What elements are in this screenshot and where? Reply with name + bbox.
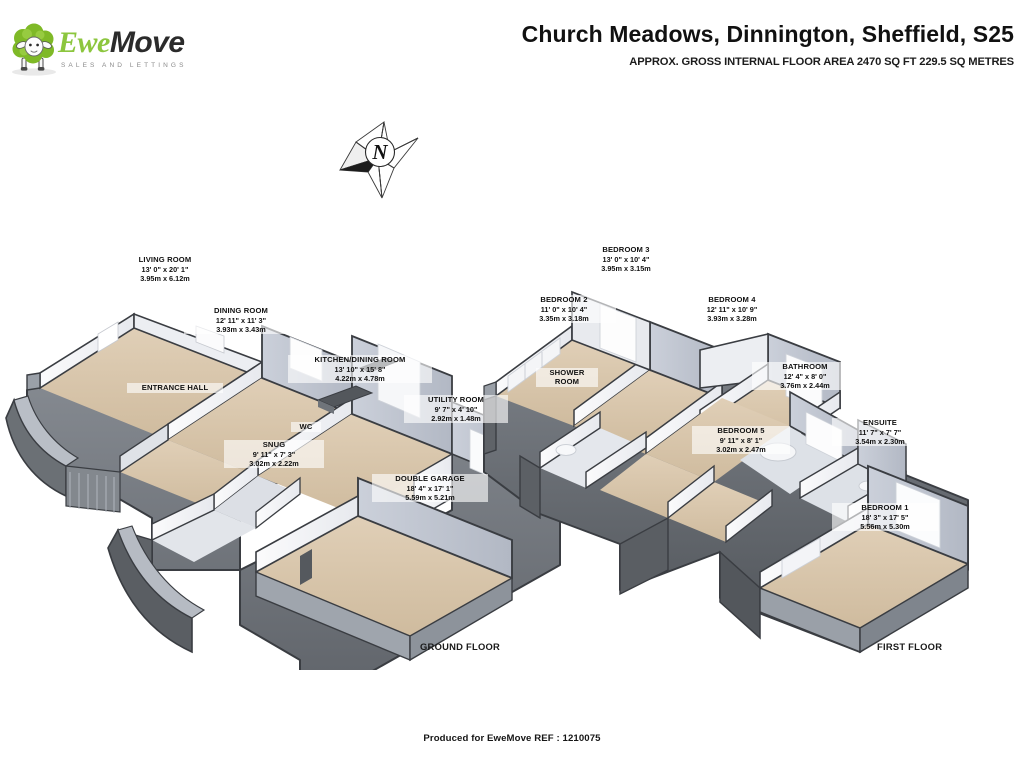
bedroom-5-outer-face: [619, 516, 669, 596]
snug-floor: [152, 510, 256, 562]
title-block: Church Meadows, Dinnington, Sheffield, S…: [314, 21, 1014, 69]
floor-caption-first: FIRST FLOOR: [877, 641, 943, 652]
double-garage-floor: [256, 516, 512, 636]
garage-side-wall: [255, 494, 359, 574]
wc-floor: [214, 476, 300, 528]
compass-north-label: N: [371, 140, 388, 164]
dining-room-floor: [168, 378, 352, 476]
floor-caption-ground: GROUND FLOOR: [420, 641, 501, 652]
kitchen-island-side: [318, 400, 334, 414]
brand-name-part2: Move: [109, 26, 185, 59]
floor-plan-canvas: LIVING ROOM 13' 0" x 20' 1" 3.95m x 6.12…: [0, 100, 1024, 670]
page-header: EweMove SALES AND LETTINGS Church Meadow…: [0, 0, 1024, 100]
shower-tray-icon: [555, 444, 577, 456]
footer-credit: Produced for EweMove REF : 1210075: [423, 733, 601, 744]
garage-front-wall: [409, 576, 513, 662]
bedroom-5-wall-b: [725, 488, 773, 544]
bedroom-2-outer-face: [483, 395, 497, 455]
bedroom-5-floor: [668, 482, 772, 542]
floor-area-subtitle: APPROX. GROSS INTERNAL FLOOR AREA 2470 S…: [629, 56, 1014, 69]
compass-rose-icon: N: [339, 121, 419, 199]
bedroom-5-wall-a: [667, 464, 715, 520]
wardrobe-icon: [507, 337, 561, 393]
snug-bay-top: [117, 525, 206, 619]
floor-plan-graphic: [5, 290, 969, 670]
hall-wall-a: [119, 422, 169, 474]
page-title: Church Meadows, Dinnington, Sheffield, S…: [521, 21, 1014, 47]
living-room-front-wall: [26, 372, 41, 391]
shower-room-wall-a: [539, 410, 601, 470]
kitchen-island: [316, 385, 374, 408]
bedroom-1-floor: [760, 524, 968, 628]
window-icon: [97, 321, 119, 353]
shower-room-outer-face: [519, 454, 541, 520]
kitchen-dining-floor: [258, 414, 452, 516]
ground-floor-model: [5, 312, 561, 670]
bedroom-1-side-face: [719, 550, 761, 640]
wardrobe-icon: [781, 537, 821, 579]
page-footer: Produced for EweMove REF : 1210075: [0, 728, 1024, 746]
shower-room-floor: [540, 428, 646, 488]
brand-name-part1: Ewe: [58, 26, 110, 59]
wc-wall: [255, 476, 301, 530]
brand-logo: EweMove SALES AND LETTINGS: [8, 18, 198, 84]
shower-room-wall-b: [585, 430, 647, 490]
bathtub-icon: [759, 442, 797, 462]
sheep-icon: [12, 23, 56, 76]
first-floor-model: [483, 290, 969, 654]
staircase: [65, 465, 121, 513]
garage-rear-wall: [357, 476, 513, 580]
bedroom-1-right-face: [859, 562, 969, 654]
garage-internal-door: [300, 549, 312, 585]
snug-wall-a: [151, 492, 215, 542]
brand-wordmark: EweMove: [58, 28, 185, 58]
bay-window-top: [13, 395, 80, 467]
brand-tagline: SALES AND LETTINGS: [61, 62, 187, 69]
